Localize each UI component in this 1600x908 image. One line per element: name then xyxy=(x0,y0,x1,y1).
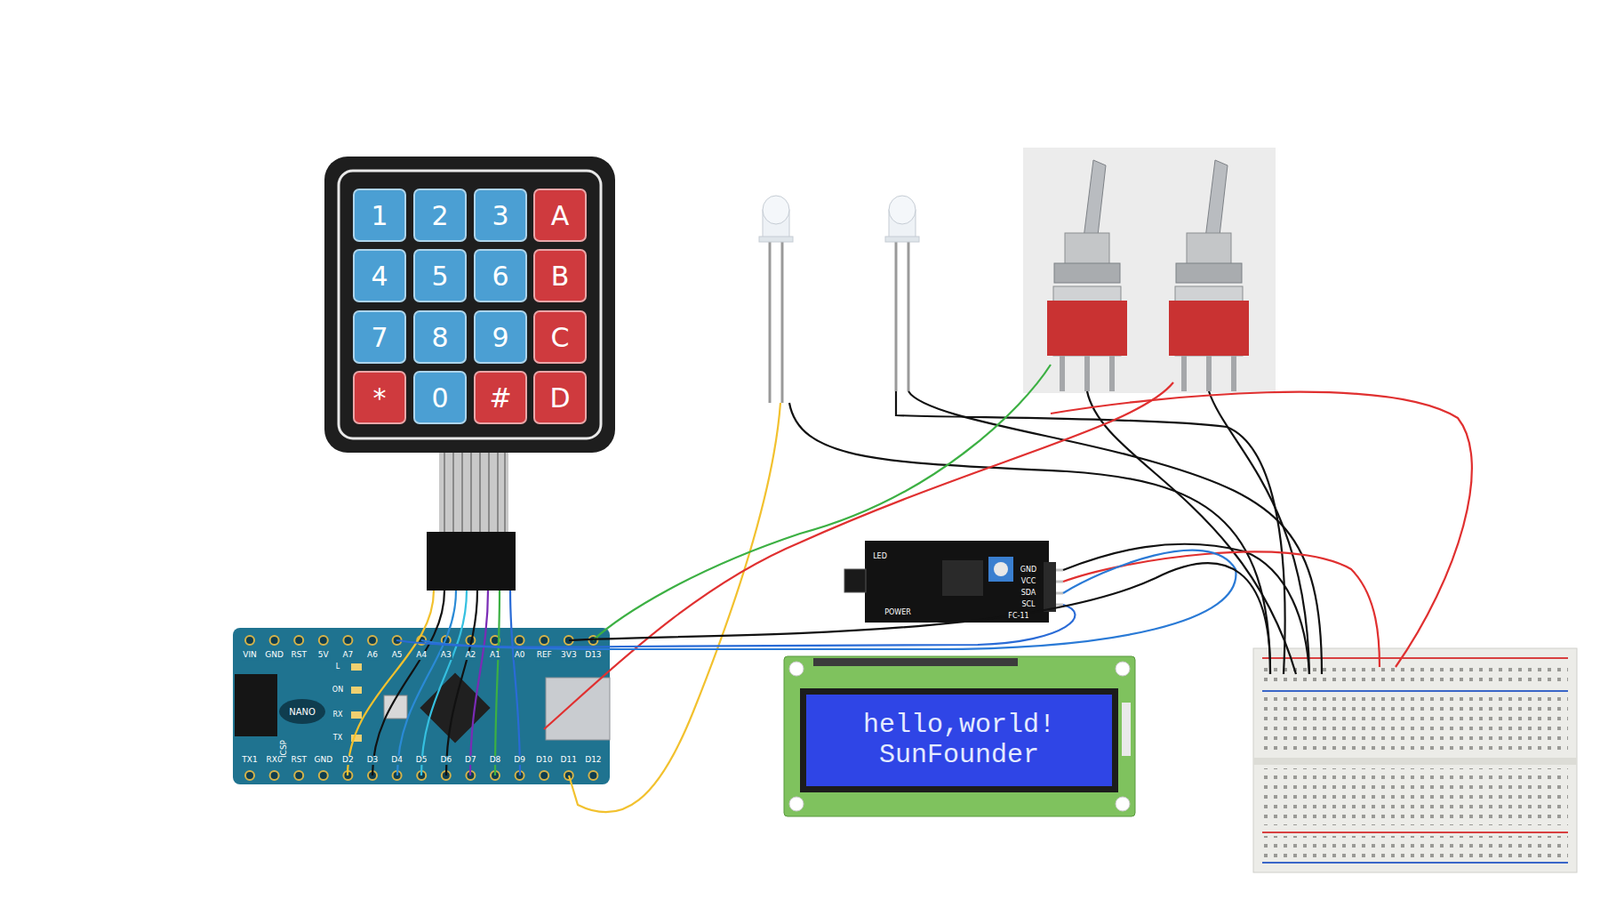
pin-label: A4 xyxy=(415,650,428,660)
pin-label: A1 xyxy=(488,650,502,660)
key-label: 8 xyxy=(431,321,448,353)
key-label: C xyxy=(551,321,570,353)
pin-label: RST xyxy=(289,755,307,765)
key-label: 0 xyxy=(431,382,448,414)
key-label: 6 xyxy=(491,260,509,292)
keypad-key: C xyxy=(533,310,587,364)
key-label: * xyxy=(373,382,387,414)
led-label: L xyxy=(335,663,341,672)
breadboard xyxy=(1253,648,1577,872)
pin-label: RST xyxy=(289,650,307,660)
keypad-border xyxy=(338,170,601,439)
key-label: 4 xyxy=(370,260,388,292)
pin-label: SDA xyxy=(1020,589,1038,598)
pin-label: GND xyxy=(312,755,334,765)
key-label: 5 xyxy=(431,260,448,292)
keypad-ribbon xyxy=(439,452,509,535)
led-label: ON xyxy=(331,686,344,695)
keypad-key: D xyxy=(533,370,587,424)
pin-label: A3 xyxy=(440,650,453,660)
display-text: SunFounder xyxy=(879,739,1040,770)
pin-label: 3V3 xyxy=(560,650,578,660)
pin-label: A6 xyxy=(366,650,379,660)
keypad-key: # xyxy=(473,370,528,424)
pin-label: A0 xyxy=(513,650,527,660)
wires xyxy=(347,364,1472,812)
pin-label: D5 xyxy=(415,755,429,765)
pin-label: D6 xyxy=(439,755,453,765)
pin-label: A5 xyxy=(391,650,404,660)
keypad-connector xyxy=(426,531,516,591)
module-label: POWER xyxy=(883,608,912,617)
keypad-key: 6 xyxy=(473,248,528,303)
keypad-key: 2 xyxy=(413,188,467,242)
keypad-key: B xyxy=(533,248,587,303)
part-number: FC-11 xyxy=(1007,612,1030,621)
keypad-key: 8 xyxy=(413,310,467,364)
key-label: # xyxy=(488,382,512,414)
key-label: D xyxy=(549,382,570,414)
key-label: 1 xyxy=(370,200,388,232)
key-label: 9 xyxy=(491,321,509,353)
pin-label: D10 xyxy=(535,755,553,765)
pin-label: 5V xyxy=(317,650,330,660)
pin-label: VCC xyxy=(1020,577,1038,586)
toggle-switch xyxy=(1047,160,1128,392)
pin-label: REF xyxy=(536,650,553,660)
pin-label: D11 xyxy=(560,755,578,765)
key-label: 2 xyxy=(431,200,448,232)
keypad-body xyxy=(324,156,616,453)
led xyxy=(759,195,793,403)
pin-label: D12 xyxy=(584,755,602,765)
pin-label: D9 xyxy=(512,755,527,765)
pin-label: GND xyxy=(1019,566,1038,575)
keypad-key: 3 xyxy=(473,188,528,242)
keypad-key: 7 xyxy=(352,310,407,364)
pin-label: D7 xyxy=(464,755,478,765)
key-label: 3 xyxy=(491,200,509,232)
key-label: A xyxy=(551,200,570,232)
header-label: ICSP xyxy=(280,738,289,759)
pin-label: D2 xyxy=(341,755,355,765)
keypad-key: 1 xyxy=(352,188,407,242)
pin-label: GND xyxy=(264,650,285,660)
keypad-key: 9 xyxy=(473,310,528,364)
switch-photo xyxy=(1023,147,1276,393)
lcd-screen: hello,world!SunFounder xyxy=(806,694,1112,786)
i2c-adapter xyxy=(844,540,1064,623)
pin-label: TX1 xyxy=(240,755,258,765)
pin-label: D13 xyxy=(584,650,602,660)
keypad-key: 5 xyxy=(413,248,467,303)
pin-label: A2 xyxy=(464,650,477,660)
led xyxy=(885,195,920,392)
pin-label: D4 xyxy=(390,755,404,765)
module-label: LED xyxy=(872,552,888,561)
pin-label: D8 xyxy=(488,755,503,765)
keypad-key: 0 xyxy=(413,370,467,424)
display-text: hello,world! xyxy=(863,709,1056,740)
keypad-key: * xyxy=(352,370,407,424)
pin-label: D3 xyxy=(366,755,380,765)
led-label: TX xyxy=(332,734,344,743)
key-label: 7 xyxy=(370,321,388,353)
toggle-switch xyxy=(1168,160,1249,392)
keypad-key: 4 xyxy=(352,248,407,303)
board-name: NANO xyxy=(288,706,317,717)
led-label: RX xyxy=(331,711,344,720)
lcd-module xyxy=(784,656,1136,816)
pin-label: SCL xyxy=(1020,600,1036,609)
pin-label: VIN xyxy=(241,650,258,660)
pin-label: A7 xyxy=(341,650,354,660)
keypad-key: A xyxy=(533,188,587,242)
arduino-nano xyxy=(232,627,610,784)
key-label: B xyxy=(551,260,570,292)
